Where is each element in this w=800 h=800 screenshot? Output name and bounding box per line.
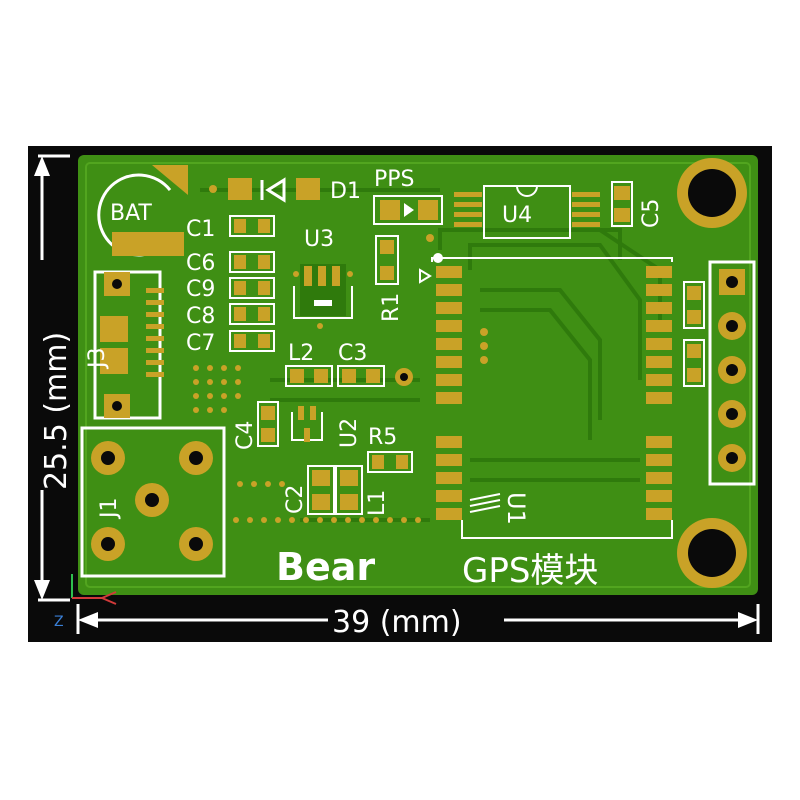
- pps-pad-right: [418, 200, 438, 220]
- pps-arrow: [404, 203, 414, 217]
- u4-outline: [483, 185, 571, 239]
- right-caps: [683, 281, 705, 387]
- width-label-bg: [328, 604, 504, 636]
- u4-label: U4: [502, 203, 532, 228]
- height-label-bg: [28, 260, 58, 490]
- l2-label: L2: [288, 341, 314, 366]
- j1-connector: [80, 426, 226, 578]
- c3-label: C3: [338, 341, 367, 366]
- d1-symbol: [260, 177, 286, 203]
- axis-triad: Z: [54, 574, 117, 630]
- mounting-hole-top-right: [677, 158, 747, 228]
- r5-footprint: [367, 451, 413, 473]
- r1-label: R1: [379, 293, 404, 322]
- j3-connector: [93, 270, 164, 420]
- d1-label: D1: [330, 179, 361, 204]
- r5-label: R5: [368, 425, 397, 450]
- d1-pad-left: [228, 178, 252, 200]
- l2-c3-pads: [285, 365, 413, 387]
- bat-label: BAT: [110, 201, 152, 226]
- u3-footprint: [293, 264, 353, 329]
- height-label: 25.5 (mm): [39, 332, 74, 490]
- u3-label: U3: [304, 227, 334, 252]
- pcb-board: [78, 155, 758, 595]
- c5-outline: [611, 181, 633, 227]
- pps-outline: [373, 195, 443, 225]
- mounting-hole-bottom-right: [677, 518, 747, 588]
- module-title: GPS模块: [462, 551, 598, 591]
- c4-footprint: [257, 401, 279, 447]
- c9-label: C9: [186, 277, 215, 302]
- cap-pads-column: [229, 215, 275, 352]
- u4-pins-right: [572, 192, 600, 227]
- bat-pad: [112, 232, 184, 256]
- c6-label: C6: [186, 251, 215, 276]
- u4-pins-left: [454, 192, 482, 227]
- bear-logo: Bear: [276, 545, 375, 589]
- l1-label: L1: [365, 490, 390, 516]
- pps-label: PPS: [374, 167, 415, 192]
- c1-label: C1: [186, 217, 215, 242]
- u4-notch: [516, 185, 538, 197]
- axis-z-label: Z: [54, 614, 64, 630]
- pin-header: [708, 260, 756, 486]
- bat-triangle-pad: [152, 165, 188, 195]
- c5-label: C5: [639, 199, 664, 228]
- c2-l1-pads: [307, 465, 363, 515]
- c4-label: C4: [233, 421, 258, 450]
- pcb-board-inner: [85, 162, 751, 588]
- u1-gps-module: [419, 253, 673, 539]
- j1-label: J1: [97, 498, 122, 521]
- r1-via: [426, 234, 434, 242]
- pps-pad-left: [380, 200, 400, 220]
- j3-label: J3: [85, 348, 110, 371]
- via-grid: [193, 365, 241, 413]
- c5-pad-top: [614, 186, 630, 200]
- width-label: 39 (mm): [332, 605, 462, 640]
- u1-label: U1: [502, 492, 530, 525]
- d1-via: [209, 185, 217, 193]
- u2-footprint: [291, 406, 323, 442]
- c5-pad-bottom: [614, 208, 630, 222]
- u2-label: U2: [337, 418, 362, 448]
- d1-pad-right: [296, 178, 320, 200]
- r1-footprint: [375, 235, 399, 285]
- via-row: [233, 481, 421, 523]
- c7-label: C7: [186, 331, 215, 356]
- c8-label: C8: [186, 304, 215, 329]
- c2-label: C2: [283, 485, 308, 514]
